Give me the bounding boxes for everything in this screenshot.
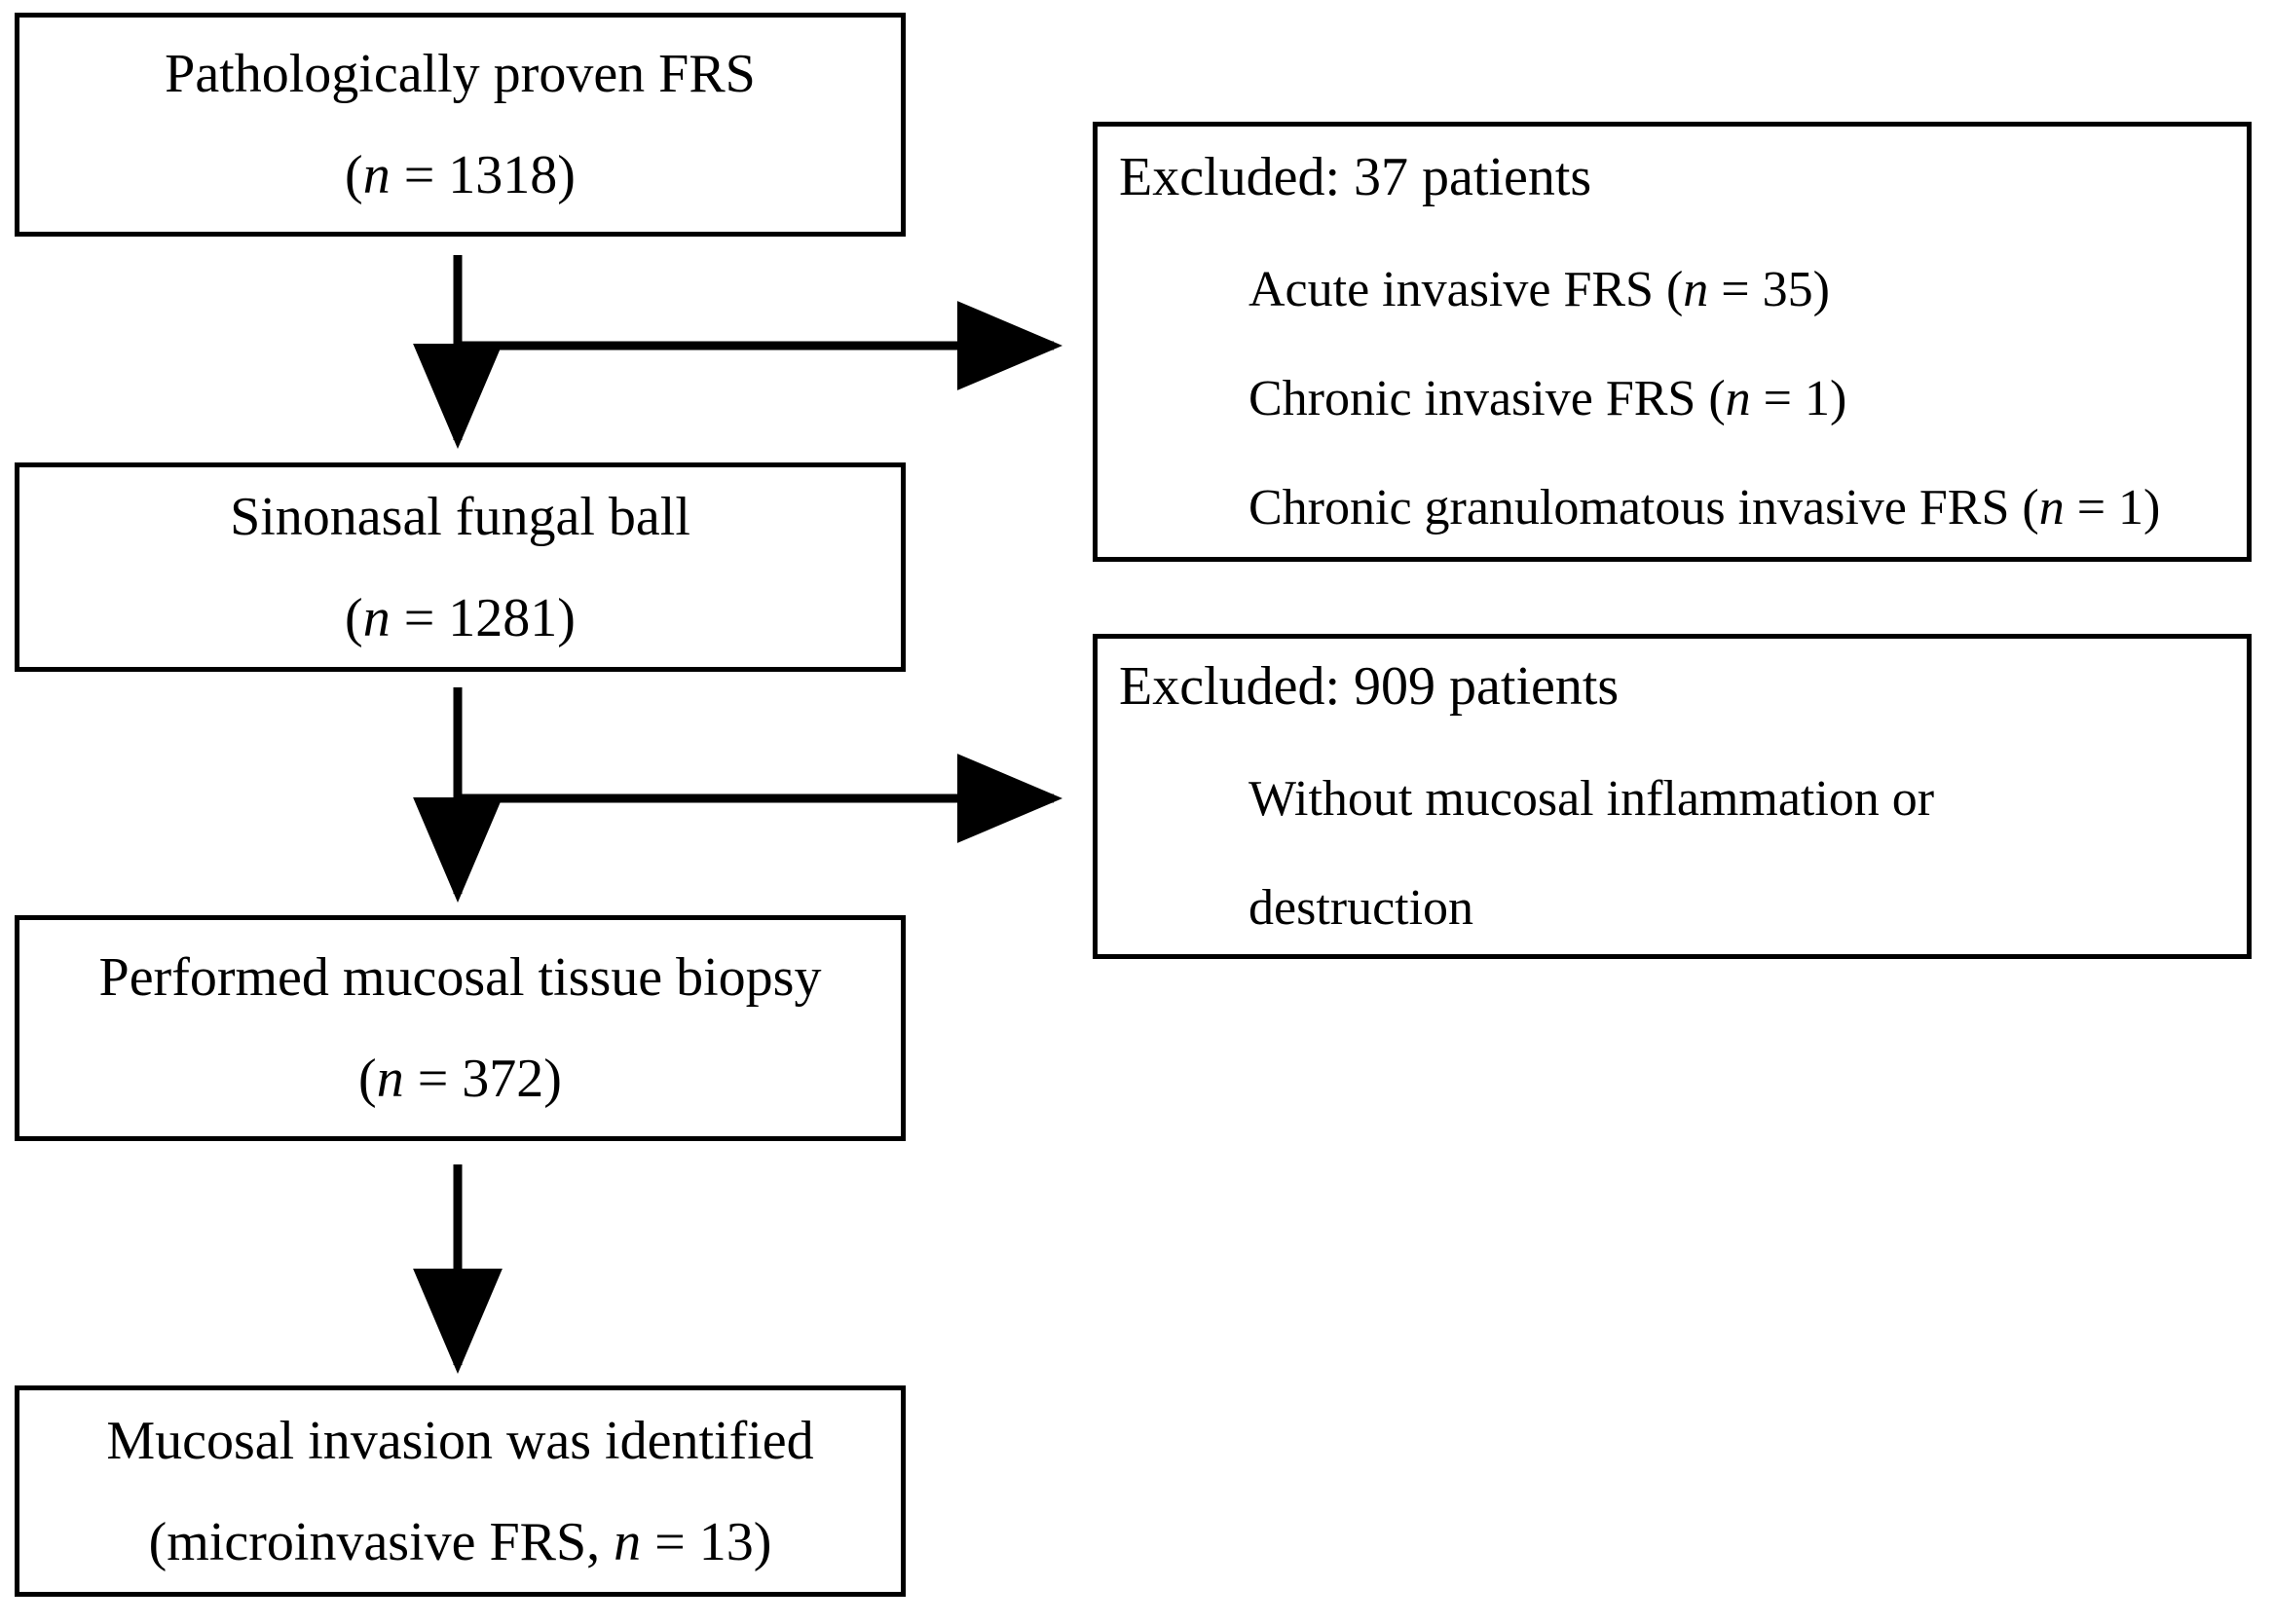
node-pathologically-proven-frs: Pathologically proven FRS (n = 1318) — [15, 13, 906, 237]
exclusion-heading: Excluded: 37 patients — [1119, 147, 1592, 207]
n-symbol: n — [2038, 480, 2065, 535]
n-symbol: n — [362, 587, 391, 648]
item-count: = 35) — [1708, 262, 1830, 317]
exclusion-box-excluded-37: Excluded: 37 patients Acute invasive FRS… — [1093, 122, 2252, 562]
exclusion-item: Without mucosal inflammation or — [1098, 774, 2247, 825]
count-prefix: ( — [358, 1049, 377, 1109]
item-text: Chronic granulomatous invasive FRS ( — [1248, 480, 2039, 535]
node-count: (n = 1318) — [345, 148, 576, 203]
count-prefix: ( — [345, 145, 363, 205]
count-value: = 1318) — [390, 145, 576, 205]
count-value: = 13) — [641, 1511, 772, 1572]
exclusion-item: destruction — [1098, 883, 2247, 934]
item-count: = 1) — [2064, 480, 2161, 535]
n-symbol: n — [1725, 371, 1751, 426]
n-symbol: n — [362, 145, 391, 205]
node-title: Pathologically proven FRS — [165, 44, 756, 104]
node-mucosal-invasion-identified: Mucosal invasion was identified (microin… — [15, 1385, 906, 1597]
n-symbol: n — [614, 1511, 642, 1572]
exclusion-item: Chronic granulomatous invasive FRS (n = … — [1098, 483, 2247, 534]
exclusion-heading: Excluded: 909 patients — [1119, 656, 1620, 717]
item-text: Without mucosal inflammation or — [1248, 771, 1935, 827]
count-value: = 1281) — [390, 587, 576, 648]
node-title: Performed mucosal tissue biopsy — [98, 947, 822, 1008]
node-title: Mucosal invasion was identified — [106, 1410, 814, 1471]
item-count: = 1) — [1750, 371, 1847, 426]
item-text: destruction — [1248, 880, 1474, 936]
count-prefix: (microinvasive FRS, — [148, 1511, 615, 1572]
item-text: Acute invasive FRS ( — [1248, 262, 1684, 317]
node-performed-mucosal-tissue-biopsy: Performed mucosal tissue biopsy (n = 372… — [15, 915, 906, 1141]
node-count: (n = 372) — [358, 1052, 562, 1106]
node-sinonasal-fungal-ball: Sinonasal fungal ball (n = 1281) — [15, 462, 906, 672]
node-title: Sinonasal fungal ball — [230, 486, 690, 547]
n-symbol: n — [376, 1049, 404, 1109]
count-prefix: ( — [345, 587, 363, 648]
exclusion-item: Acute invasive FRS (n = 35) — [1098, 265, 2247, 315]
node-count: (n = 1281) — [345, 591, 576, 646]
node-count: (microinvasive FRS, n = 13) — [149, 1515, 772, 1569]
item-text: Chronic invasive FRS ( — [1248, 371, 1726, 426]
n-symbol: n — [1683, 262, 1709, 317]
exclusion-box-excluded-909: Excluded: 909 patients Without mucosal i… — [1093, 634, 2252, 959]
exclusion-item: Chronic invasive FRS (n = 1) — [1098, 374, 2247, 424]
count-value: = 372) — [403, 1049, 562, 1109]
